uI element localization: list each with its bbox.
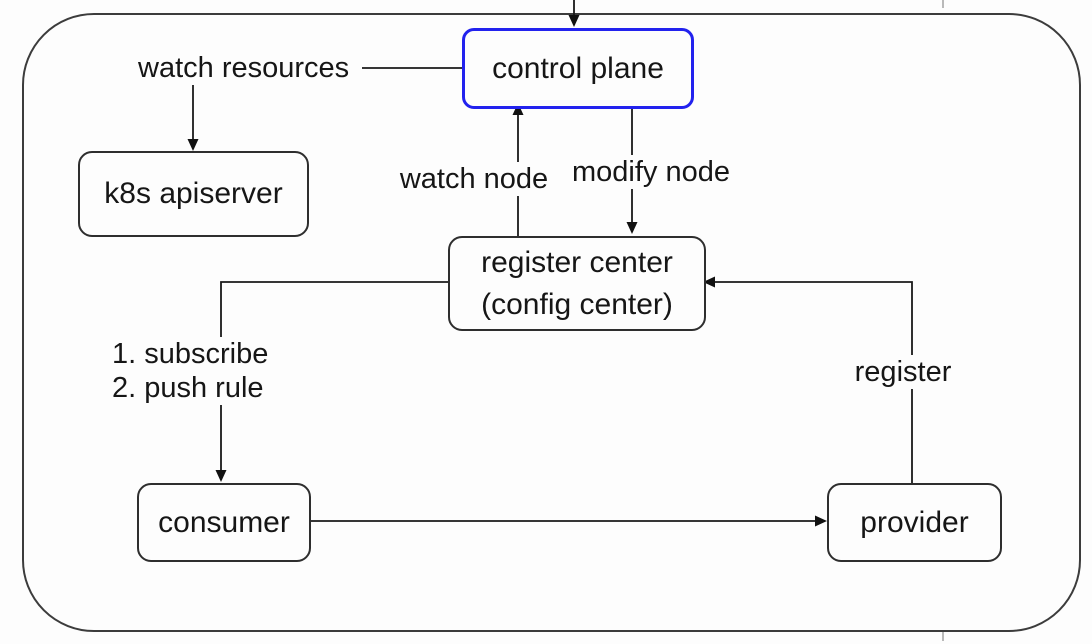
edge-label-watch-resources: watch resources — [134, 51, 354, 85]
edge-provider-register — [703, 276, 913, 483]
node-control-plane-label: control plane — [492, 51, 664, 85]
edge-register-center-to-consumer — [215, 281, 448, 482]
edge-label-watch-node: watch node — [395, 162, 553, 196]
top-edge-tick — [942, 0, 944, 8]
node-k8s-apiserver-label: k8s apiserver — [104, 177, 283, 210]
node-control-plane: control plane — [462, 28, 694, 109]
diagram-frame — [22, 13, 1081, 632]
edge-label-register: register — [850, 355, 956, 389]
node-consumer-label: consumer — [158, 505, 290, 539]
edge-label-subscribe-push: 1. subscribe 2. push rule — [108, 337, 273, 405]
node-register-center-label-line1: register center — [481, 245, 673, 279]
edge-label-push-rule: 2. push rule — [112, 372, 264, 404]
node-provider: provider — [827, 483, 1002, 562]
edge-label-modify-node: modify node — [568, 155, 734, 189]
node-consumer: consumer — [137, 483, 311, 562]
node-register-center-label-line2: (config center) — [481, 287, 673, 321]
bottom-edge-tick — [942, 632, 944, 641]
node-k8s-apiserver: k8s apiserver — [78, 151, 309, 237]
edge-label-subscribe: 1. subscribe — [112, 338, 269, 370]
node-provider-label: provider — [860, 505, 969, 539]
node-register-center: register center (config center) — [448, 236, 706, 331]
